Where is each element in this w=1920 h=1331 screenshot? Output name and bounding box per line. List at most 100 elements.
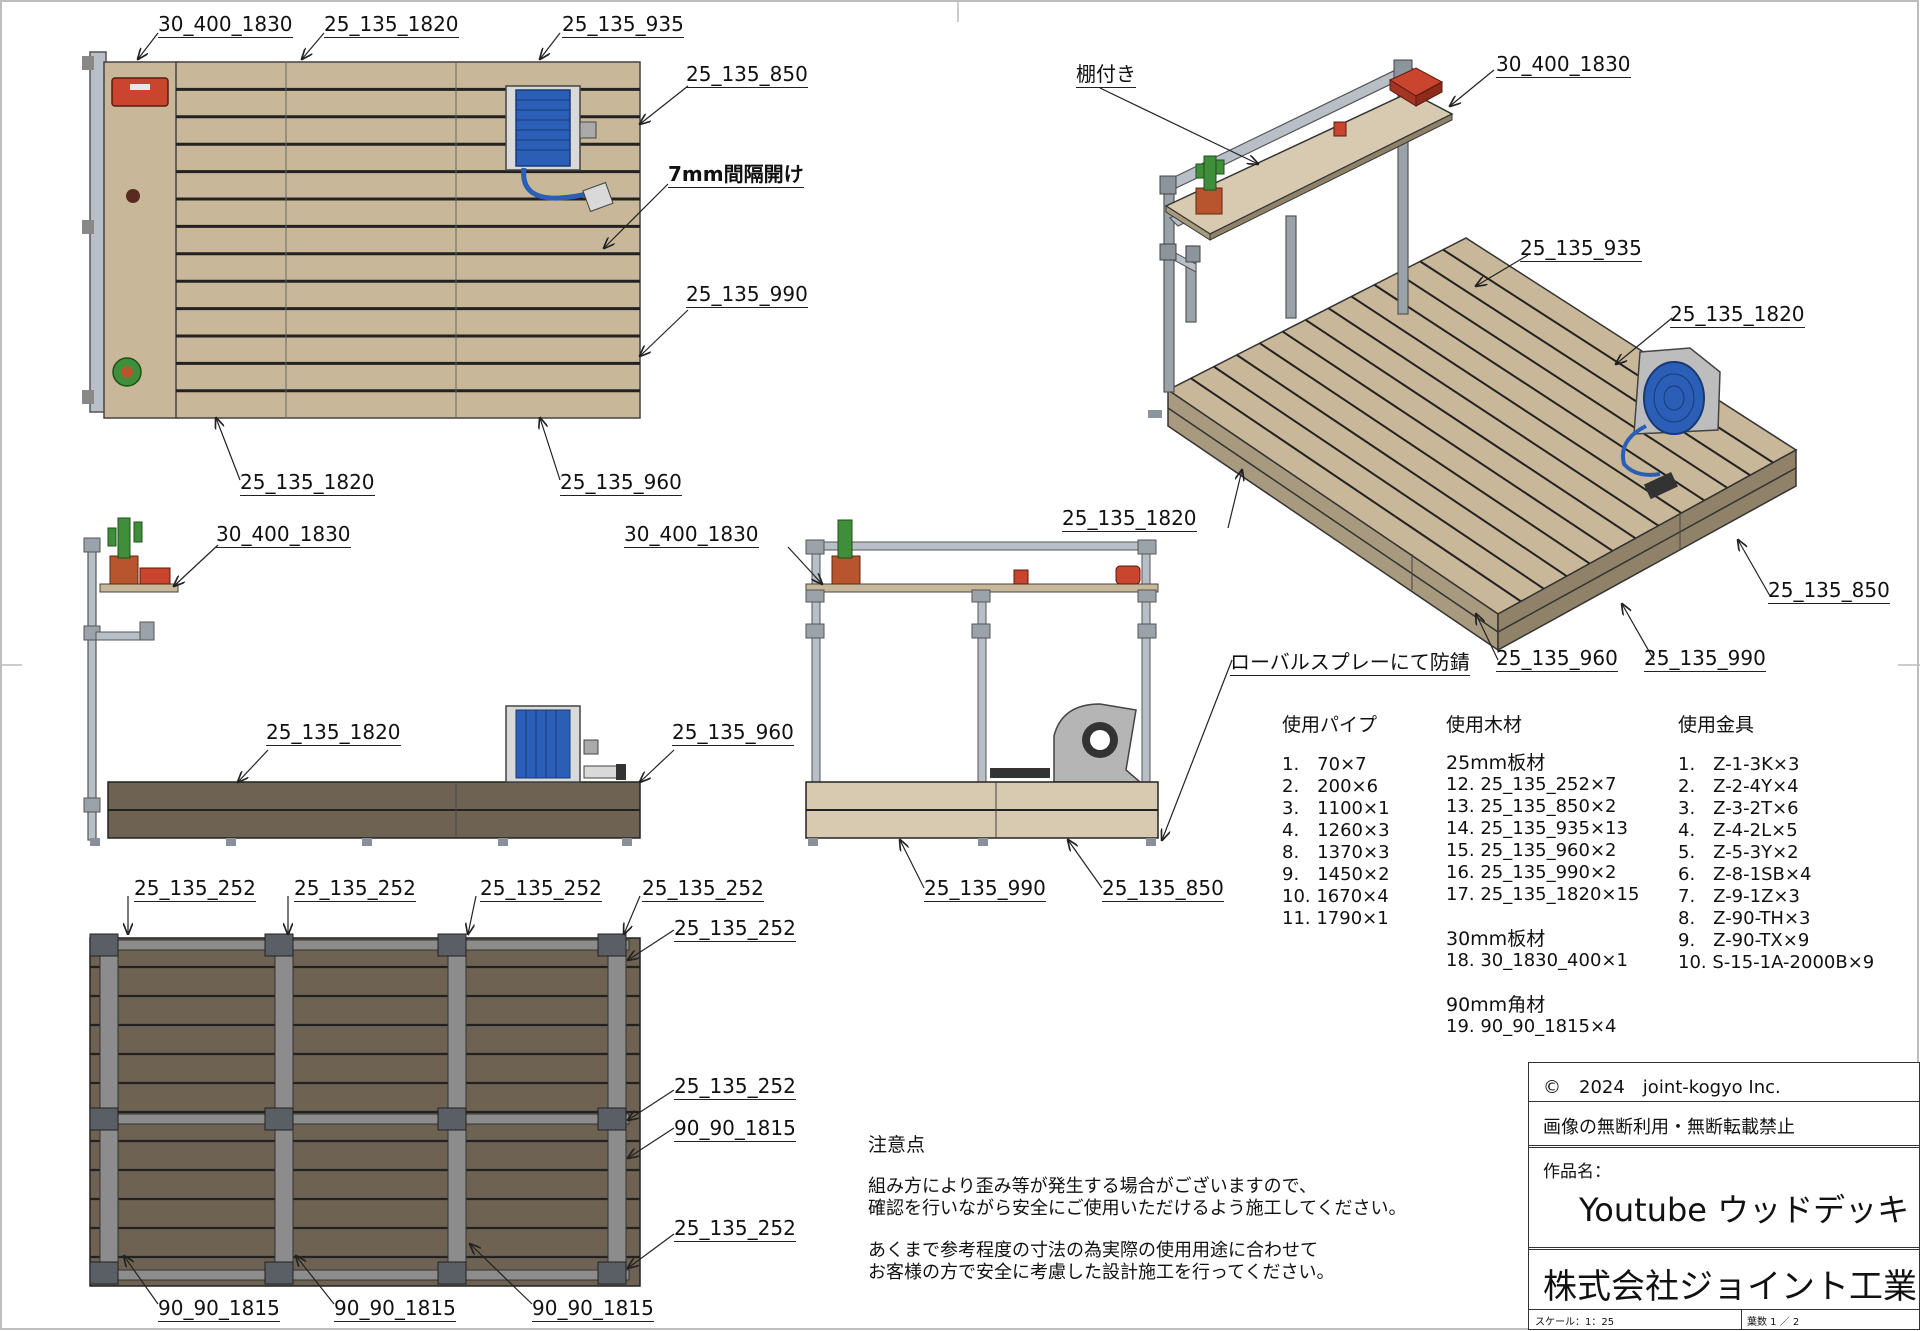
caution-title: 注意点 (868, 1134, 926, 1156)
list-item: 10. S-15-1A-2000B×9 (1678, 952, 1875, 973)
list-item: 9. 1450×2 (1282, 864, 1390, 885)
plank-seam (1396, 272, 1728, 489)
list-item: 18. 30_1830_400×1 (1446, 950, 1628, 971)
label-side-shelf: 30_400_1830 (216, 522, 351, 548)
pipe-joint (89, 933, 119, 957)
plant-side-icon (109, 555, 139, 585)
list-item: 16. 25_135_990×2 (1446, 862, 1617, 883)
label-iso-990: 25_135_990 (1644, 646, 1766, 672)
company-name: 株式会社ジョイント工業 (1543, 1267, 1917, 1307)
list-item: 8. 1370×3 (1282, 842, 1390, 863)
list-item: 1. 70×7 (1282, 754, 1367, 775)
label-top-board: 30_400_1830 (158, 12, 293, 38)
label-bottom-252-f: 25_135_252 (674, 1074, 796, 1100)
work-name: Youtube ウッドデッキ (1579, 1191, 1910, 1229)
label-top-bottom-960: 25_135_960 (560, 470, 682, 496)
plank-seam (1190, 377, 1522, 603)
caution-line: 組み方により歪み等が発生する場合がございますので、 (868, 1176, 1317, 1197)
plank-seam (1304, 319, 1637, 540)
label-iso-1820-b: 25_135_1820 (1062, 506, 1197, 532)
list-item: 13. 25_135_850×2 (1446, 796, 1617, 817)
list-item: 2. 200×6 (1282, 776, 1379, 797)
list-item: 4. 1260×3 (1282, 820, 1390, 841)
label-iso-850: 25_135_850 (1768, 578, 1890, 604)
label-side-960: 25_135_960 (672, 720, 794, 746)
cup-icon (126, 189, 140, 203)
caution-line: 確認を行いながら安全にご使用いただけるよう施工してください。 (868, 1198, 1407, 1219)
label-iso-1820-a: 25_135_1820 (1670, 302, 1805, 328)
label-bottom-252-e: 25_135_252 (674, 916, 796, 942)
list-item: 7. Z-9-1Z×3 (1678, 886, 1800, 907)
work-label: 作品名： (1543, 1162, 1611, 1182)
label-top-bottom-1820: 25_135_1820 (240, 470, 375, 496)
label-iso-shelf: 30_400_1830 (1496, 52, 1631, 78)
label-bottom-252-c: 25_135_252 (480, 876, 602, 902)
wood-30-title: 30mm板材 (1446, 928, 1546, 950)
caution-line: あくまで参考程度の寸法の為実際の使用用途に合わせて (868, 1240, 1318, 1261)
list-item: 11. 1790×1 (1282, 908, 1389, 929)
plank-seam (1213, 365, 1545, 590)
pipe-joint (597, 1107, 627, 1131)
label-front-shelf: 30_400_1830 (624, 522, 759, 548)
title-block: © 2024 joint-kogyo Inc. 画像の無断利用・無断転載禁止 作… (1528, 1062, 1920, 1330)
list-item: 3. Z-3-2T×6 (1678, 798, 1799, 819)
label-top-850: 25_135_850 (686, 62, 808, 88)
plank-seam (1327, 307, 1660, 527)
wood-25-title: 25mm板材 (1446, 752, 1546, 774)
list-item: 14. 25_135_935×13 (1446, 818, 1628, 839)
pipes-title: 使用パイプ (1282, 714, 1378, 736)
pipe-joint (437, 933, 467, 957)
label-bottom-252-g: 25_135_252 (674, 1216, 796, 1242)
pipe-joint (89, 1107, 119, 1131)
list-item: 8. Z-90-TH×3 (1678, 908, 1811, 929)
metal-list: 使用金具 1. Z-1-3K×3 2. Z-2-4Y×4 3. Z-3-2T×6… (1678, 714, 1874, 974)
pipe-joint (597, 933, 627, 957)
list-item: 4. Z-4-2L×5 (1678, 820, 1798, 841)
plank-seam (1236, 354, 1568, 577)
label-bottom-1815-right: 90_90_1815 (674, 1116, 796, 1142)
list-item: 15. 25_135_960×2 (1446, 840, 1617, 861)
label-bottom-252-d: 25_135_252 (642, 876, 764, 902)
label-top-990: 25_135_990 (686, 282, 808, 308)
label-side-1820: 25_135_1820 (266, 720, 401, 746)
plank-seam (1282, 330, 1614, 552)
pipe-joint (597, 1261, 627, 1285)
plank-seam (1350, 295, 1682, 514)
list-item: 9. Z-90-TX×9 (1678, 930, 1810, 951)
top-view (82, 51, 641, 419)
list-item: 6. Z-8-1SB×4 (1678, 864, 1812, 885)
list-item: 2. Z-2-4Y×4 (1678, 776, 1799, 797)
label-gap-note: 7mm間隔開け (668, 162, 804, 188)
pipe-joint (264, 1261, 294, 1285)
pipe-joint (264, 933, 294, 957)
plank-seam (1373, 283, 1705, 502)
label-bottom-252-b: 25_135_252 (294, 876, 416, 902)
list-item: 10. 1670×4 (1282, 886, 1389, 907)
toolbox-icon (111, 77, 169, 107)
label-front-990: 25_135_990 (924, 876, 1046, 902)
list-item: 17. 25_135_1820×15 (1446, 884, 1640, 905)
wood-title: 使用木材 (1446, 714, 1523, 736)
list-item: 19. 90_90_1815×4 (1446, 1016, 1617, 1037)
front-view (805, 519, 1159, 846)
label-front-850: 25_135_850 (1102, 876, 1224, 902)
wood-90-title: 90mm角材 (1446, 994, 1546, 1016)
label-bottom-1815-b: 90_90_1815 (334, 1296, 456, 1322)
label-top-935: 25_135_935 (562, 12, 684, 38)
pipes-list: 使用パイプ 1. 70×7 2. 200×6 3. 1100×1 4. 1260… (1282, 714, 1390, 930)
list-item: 5. Z-5-3Y×2 (1678, 842, 1799, 863)
plank-seam (1419, 260, 1751, 477)
caution-block: 注意点 組み方により歪み等が発生する場合がございますので、 確認を行いながら安全… (868, 1134, 1407, 1284)
metal-title: 使用金具 (1678, 714, 1755, 736)
label-bottom-1815-c: 90_90_1815 (532, 1296, 654, 1322)
scale-text: スケール：1：25 (1535, 1317, 1615, 1328)
pipe-joint (437, 1261, 467, 1285)
wood-list: 使用木材 25mm板材 12. 25_135_252×7 13. 25_135_… (1446, 714, 1639, 1038)
pipe-joint (89, 1261, 119, 1285)
label-iso-935: 25_135_935 (1520, 236, 1642, 262)
side-view (83, 517, 641, 846)
list-item: 3. 1100×1 (1282, 798, 1390, 819)
label-iso-960: 25_135_960 (1496, 646, 1618, 672)
list-item: 1. Z-1-3K×3 (1678, 754, 1800, 775)
